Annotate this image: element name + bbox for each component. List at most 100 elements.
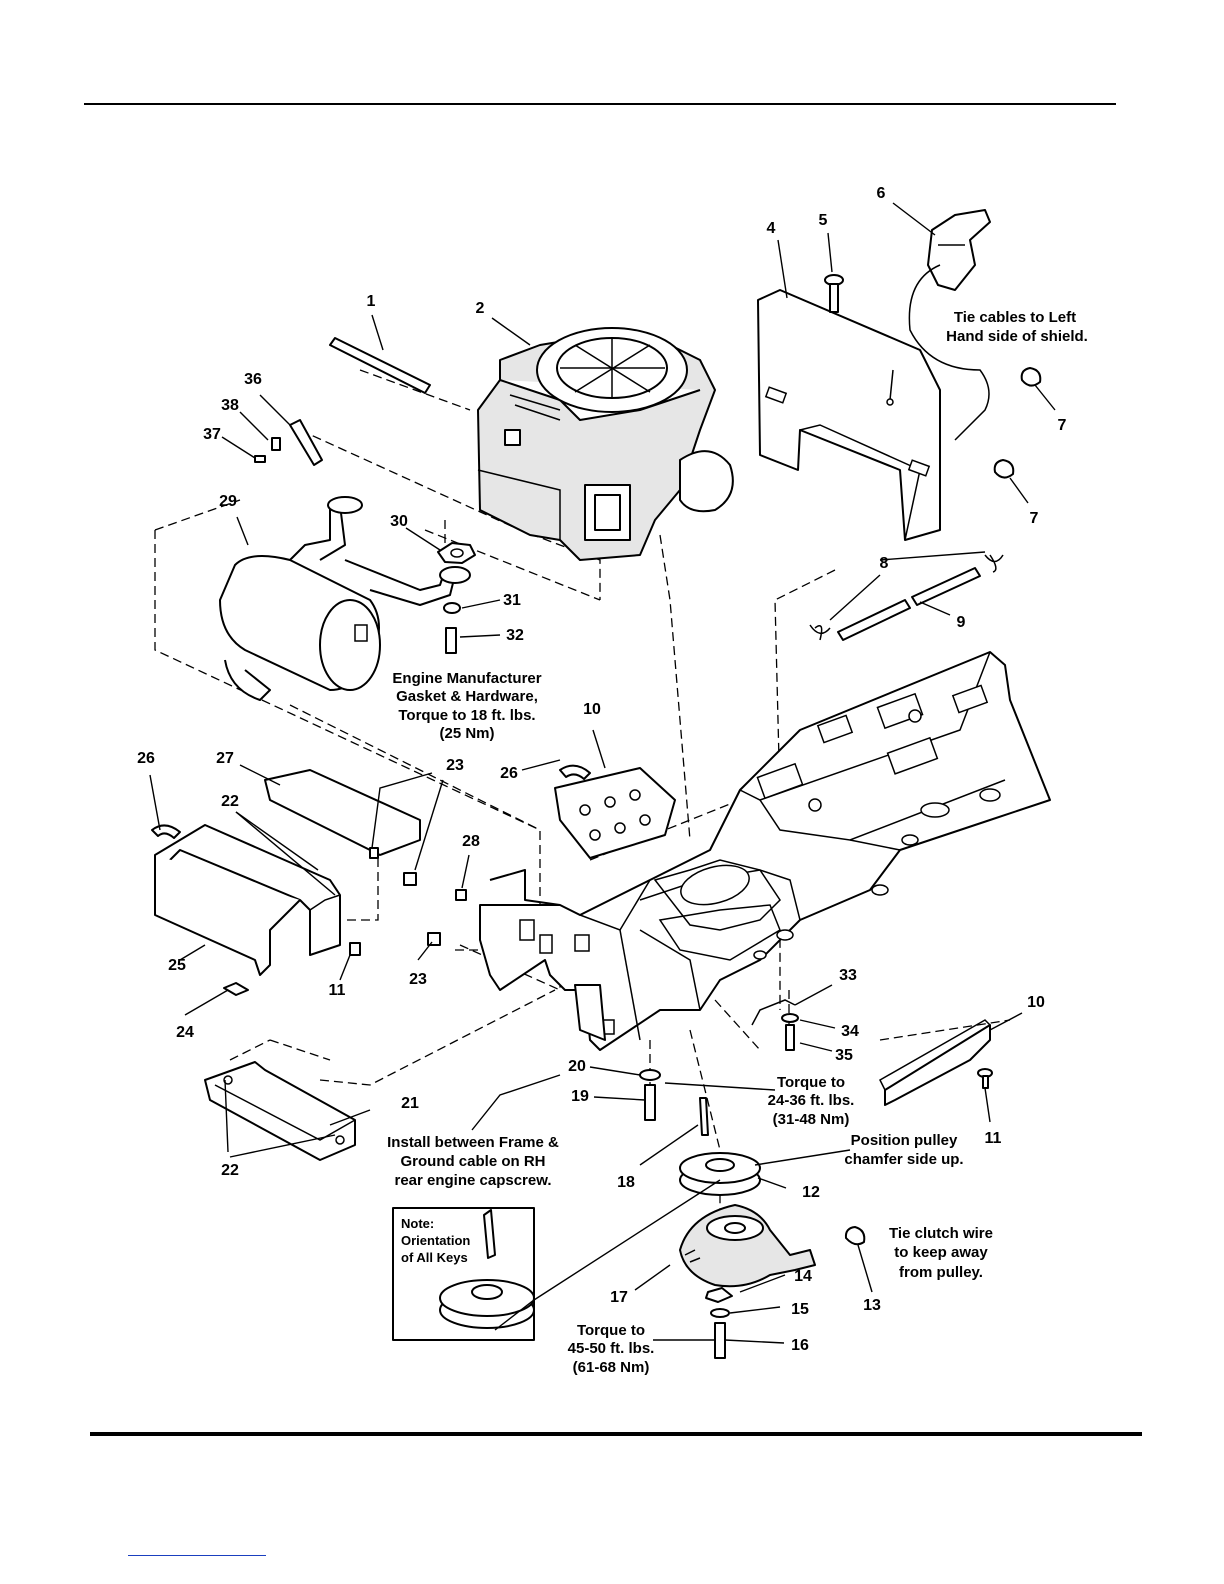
callout-13: 13 [863,1297,881,1314]
callout-10a: 10 [583,701,601,718]
bolts-part-11 [349,942,993,1089]
callout-22a: 22 [221,793,239,810]
footer-rule [90,1432,1142,1436]
clips-and-sleeves [809,367,1042,641]
svg-text:Engine Manufacturer: Engine Manufacturer [392,670,541,687]
callout-9: 9 [957,614,966,631]
svg-text:Ground cable on RH: Ground cable on RH [400,1153,545,1170]
callout-7a: 7 [1058,417,1067,434]
plate-part-10-right [879,1019,991,1106]
bracket-part-21 [204,1061,356,1161]
svg-text:Position pulley: Position pulley [851,1132,958,1149]
bracket-parts-36-38 [254,419,323,466]
stud-part-1 [329,337,431,394]
svg-text:Note:: Note: [401,1216,434,1231]
callout-28: 28 [462,833,480,850]
muffler-part-29 [219,496,471,701]
bolt-washer-19-20 [639,1069,661,1121]
note-position-pulley: Position pulley chamfer side up. [844,1132,963,1168]
callout-16: 16 [791,1337,809,1354]
svg-text:(25 Nm): (25 Nm) [439,725,494,742]
clutch-part-17 [679,1204,816,1288]
callout-31: 31 [503,592,521,609]
note-torque-45-50: Torque to 45-50 ft. lbs. (61-68 Nm) [568,1322,655,1376]
callout-27: 27 [216,750,234,767]
note-tie-cables: Tie cables to Left Hand side of shield. [946,309,1088,345]
callout-32: 32 [506,627,524,644]
svg-text:(61-68 Nm): (61-68 Nm) [573,1359,650,1376]
callout-38: 38 [221,397,239,414]
callout-numbers: 1 2 4 5 6 7 7 8 9 10 10 11 11 12 13 14 1… [137,185,1066,1354]
svg-text:Torque to: Torque to [577,1322,645,1339]
plate-part-10-center [554,767,676,859]
callout-6: 6 [877,185,886,202]
callout-21: 21 [401,1095,419,1112]
note-torque-24-36: Torque to 24-36 ft. lbs. (31-48 Nm) [768,1074,855,1128]
callout-30: 30 [390,513,408,530]
callout-34: 34 [841,1023,859,1040]
callout-11a: 11 [329,982,346,999]
svg-text:Gasket & Hardware,: Gasket & Hardware, [396,688,538,705]
callout-17: 17 [610,1289,628,1306]
throttle-control-part-6 [908,209,991,441]
pulley-part-12 [679,1152,761,1196]
callout-2: 2 [476,300,485,317]
shield-part-4 [757,289,941,541]
svg-text:45-50 ft. lbs.: 45-50 ft. lbs. [568,1340,655,1357]
callout-35: 35 [835,1047,853,1064]
callout-11b: 11 [985,1130,1002,1147]
callout-5: 5 [819,212,828,229]
callout-23a: 23 [446,757,464,774]
note-keys-orientation: Note: Orientation of All Keys [401,1216,470,1265]
callout-8: 8 [880,555,889,572]
callout-12: 12 [802,1184,820,1201]
svg-text:of All Keys: of All Keys [401,1250,468,1265]
engine [477,327,734,561]
callout-20: 20 [568,1058,586,1075]
clutch-hardware-14-16 [705,1287,733,1359]
note-engine-gasket: Engine Manufacturer Gasket & Hardware, T… [392,670,541,742]
key-part-18 [699,1097,709,1136]
note-tie-clutch: Tie clutch wire to keep away from pulley… [889,1225,993,1281]
svg-text:Tie clutch wire: Tie clutch wire [889,1225,993,1242]
clip-part-13 [844,1226,866,1246]
svg-text:24-36 ft. lbs.: 24-36 ft. lbs. [768,1092,855,1109]
svg-text:Tie cables to Left: Tie cables to Left [954,309,1076,326]
footer-link-underline[interactable] [128,1555,266,1556]
frame-chassis [479,651,1051,1051]
small-hardware [223,847,467,996]
keys-note-box [392,1207,535,1341]
callout-19: 19 [571,1088,589,1105]
callout-29: 29 [219,493,237,510]
note-install-ground: Install between Frame & Ground cable on … [387,1134,559,1189]
callout-33: 33 [839,967,857,984]
callout-26b: 26 [500,765,518,782]
callout-25: 25 [168,957,186,974]
callout-10b: 10 [1027,994,1045,1011]
clip-washer-bolt-33-35 [751,999,799,1051]
svg-text:rear engine capscrew.: rear engine capscrew. [394,1172,551,1189]
heat-shield-part-25 [151,764,591,976]
svg-text:Torque to 18 ft. lbs.: Torque to 18 ft. lbs. [398,707,535,724]
bolt-part-5 [824,274,844,313]
svg-text:Torque to: Torque to [777,1074,845,1091]
svg-text:Hand side of shield.: Hand side of shield. [946,328,1088,345]
callout-37: 37 [203,426,221,443]
svg-text:chamfer side up.: chamfer side up. [844,1151,963,1168]
callout-15: 15 [791,1301,809,1318]
callout-24: 24 [176,1024,194,1041]
header-rule [84,103,1116,105]
gasket-hardware [437,542,476,654]
svg-text:Orientation: Orientation [401,1233,470,1248]
callout-22b: 22 [221,1162,239,1179]
svg-text:Install between Frame &: Install between Frame & [387,1134,559,1151]
svg-text:from pulley.: from pulley. [899,1264,983,1281]
svg-text:(31-48 Nm): (31-48 Nm) [773,1111,850,1128]
callout-7b: 7 [1030,510,1039,527]
callout-4: 4 [767,220,776,237]
callout-18: 18 [617,1174,635,1191]
callout-23b: 23 [409,971,427,988]
callout-36: 36 [244,371,262,388]
